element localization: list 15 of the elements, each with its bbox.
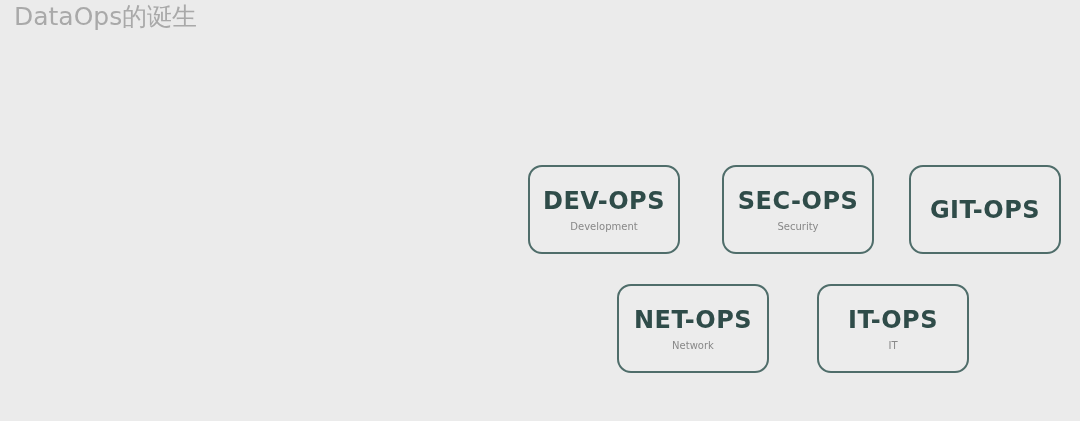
rounded-box bbox=[528, 165, 680, 254]
box-heading: DEV-OPS bbox=[543, 187, 665, 215]
rounded-box bbox=[817, 284, 969, 373]
box-subtitle: Network bbox=[672, 340, 714, 351]
box-heading: NET-OPS bbox=[633, 306, 753, 334]
box-heading: SEC-OPS bbox=[737, 187, 859, 215]
rounded-box bbox=[722, 165, 874, 254]
rounded-box bbox=[909, 165, 1061, 254]
slide-title: DataOps的诞生 bbox=[14, 1, 198, 33]
box-subtitle: IT bbox=[888, 340, 898, 351]
box-heading: GIT-OPS bbox=[929, 195, 1041, 224]
rounded-box bbox=[617, 284, 769, 373]
box-subtitle: Development bbox=[570, 221, 638, 232]
box-heading: IT-OPS bbox=[848, 306, 938, 334]
box-subtitle: Security bbox=[777, 221, 819, 232]
